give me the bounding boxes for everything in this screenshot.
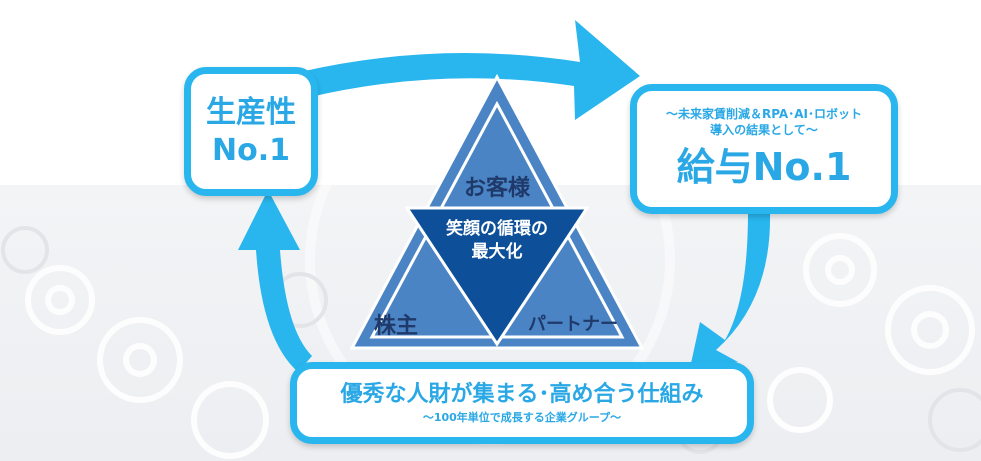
cycle-arrow-icon bbox=[300, 20, 640, 120]
talent-main: 優秀な人財が集まる･高め合う仕組み bbox=[340, 382, 704, 407]
talent-sub: ～100年単位で成長する企業グループ～ bbox=[422, 411, 622, 424]
triangle-center bbox=[404, 206, 590, 347]
cycle-arrow-icon bbox=[238, 190, 312, 372]
talent-box: 優秀な人財が集まる･高め合う仕組み ～100年単位で成長する企業グループ～ bbox=[290, 362, 754, 444]
triangle-center-line2: 最大化 bbox=[471, 242, 523, 262]
cycle-arrow-icon bbox=[690, 212, 771, 368]
productivity-line2: No.1 bbox=[212, 132, 290, 168]
salary-box: ～未来家賃削減＆RPA･AI･ロボット 導入の結果として～ 給与No.1 bbox=[630, 84, 898, 214]
triangle-left-label: 株主 bbox=[373, 314, 418, 339]
productivity-line1: 生産性 bbox=[206, 94, 296, 130]
productivity-box: 生産性 No.1 bbox=[184, 67, 318, 196]
triangle-right-label: パートナー bbox=[528, 314, 618, 335]
triangle-top-label: お客様 bbox=[463, 176, 530, 201]
salary-main: 給与No.1 bbox=[676, 145, 852, 189]
salary-sub1: ～未来家賃削減＆RPA･AI･ロボット bbox=[666, 107, 862, 121]
triangle-center-label: 笑顔の循環の 最大化 bbox=[420, 218, 574, 264]
salary-sub2: 導入の結果として～ bbox=[710, 123, 818, 137]
triangle-center-line1: 笑顔の循環の bbox=[446, 219, 548, 239]
